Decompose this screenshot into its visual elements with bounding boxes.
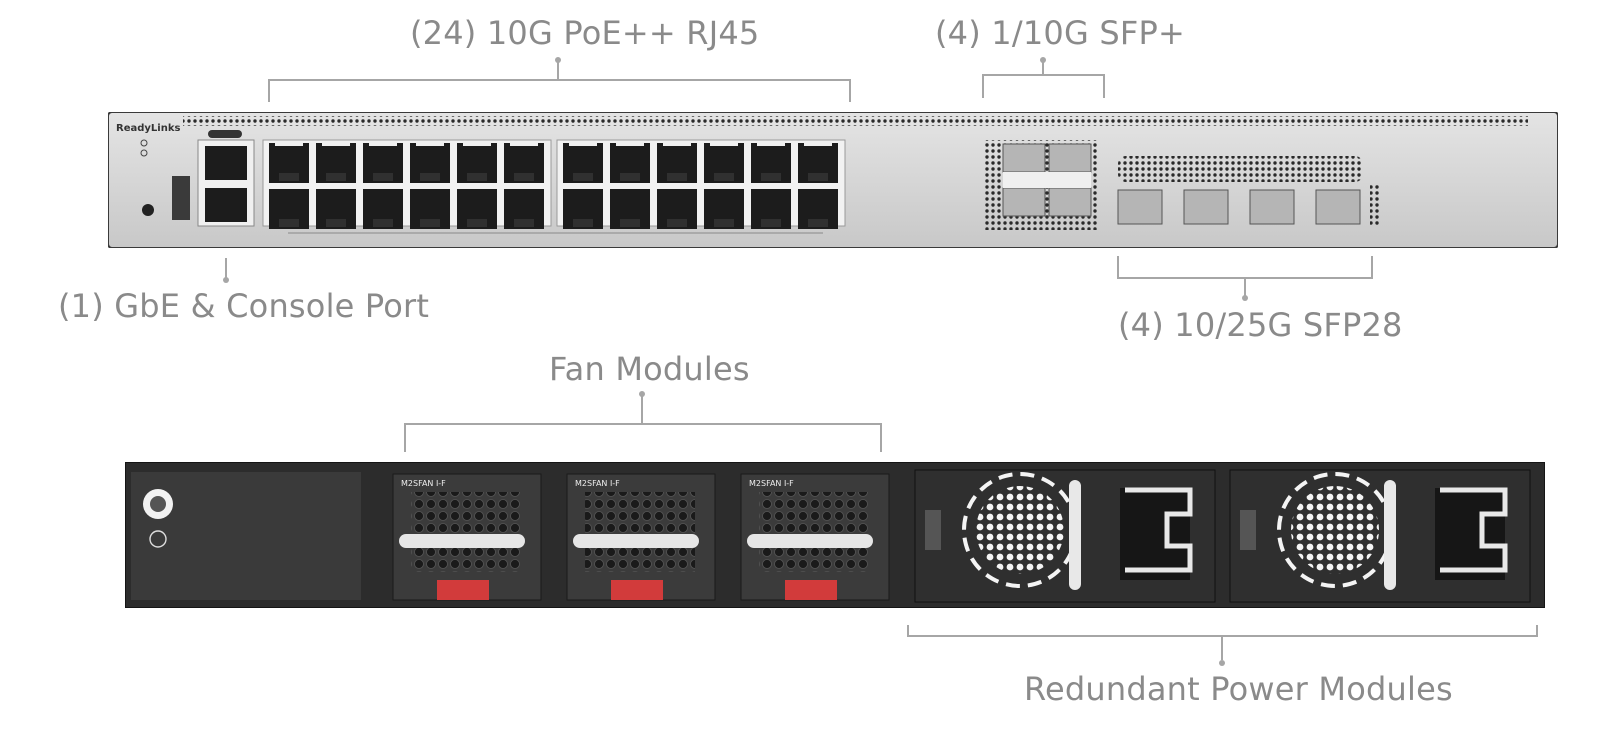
fan-latch[interactable]	[785, 580, 837, 600]
callout-sfp28: (4) 10/25G SFP28	[1118, 306, 1403, 344]
fan-module-3[interactable]: M2SFAN I-F	[740, 473, 890, 601]
callout-rj45: (24) 10G PoE++ RJ45	[410, 14, 760, 52]
mgmt-port[interactable]	[205, 188, 247, 222]
callout-gbe-console: (1) GbE & Console Port	[58, 287, 430, 325]
console-port[interactable]	[205, 146, 247, 180]
sfp28-ports[interactable]	[1117, 189, 1361, 225]
fan-latch[interactable]	[611, 580, 663, 600]
power-module-1[interactable]	[914, 469, 1216, 603]
fan-latch[interactable]	[437, 580, 489, 600]
switch-front-panel: ReadyLinks	[108, 112, 1558, 248]
fan-module-2[interactable]: M2SFAN I-F	[566, 473, 716, 601]
fan-module-label: M2SFAN I-F	[575, 479, 620, 488]
ground-symbol-icon	[149, 530, 167, 548]
callout-fan-modules: Fan Modules	[549, 350, 750, 388]
fan-module-1[interactable]: M2SFAN I-F	[392, 473, 542, 601]
fan-module-label: M2SFAN I-F	[401, 479, 446, 488]
switch-rear-panel: M2SFAN I-F M2SFAN I-F M2SFAN I-F	[125, 462, 1545, 608]
brand-logo: ReadyLinks	[116, 123, 180, 134]
sfp-plus-ports[interactable]	[1002, 143, 1092, 217]
reset-button[interactable]	[142, 204, 154, 216]
fan-module-label: M2SFAN I-F	[749, 479, 794, 488]
power-module-2[interactable]	[1229, 469, 1531, 603]
callout-power-modules: Redundant Power Modules	[1024, 670, 1453, 708]
callout-sfp-plus: (4) 1/10G SFP+	[935, 14, 1185, 52]
